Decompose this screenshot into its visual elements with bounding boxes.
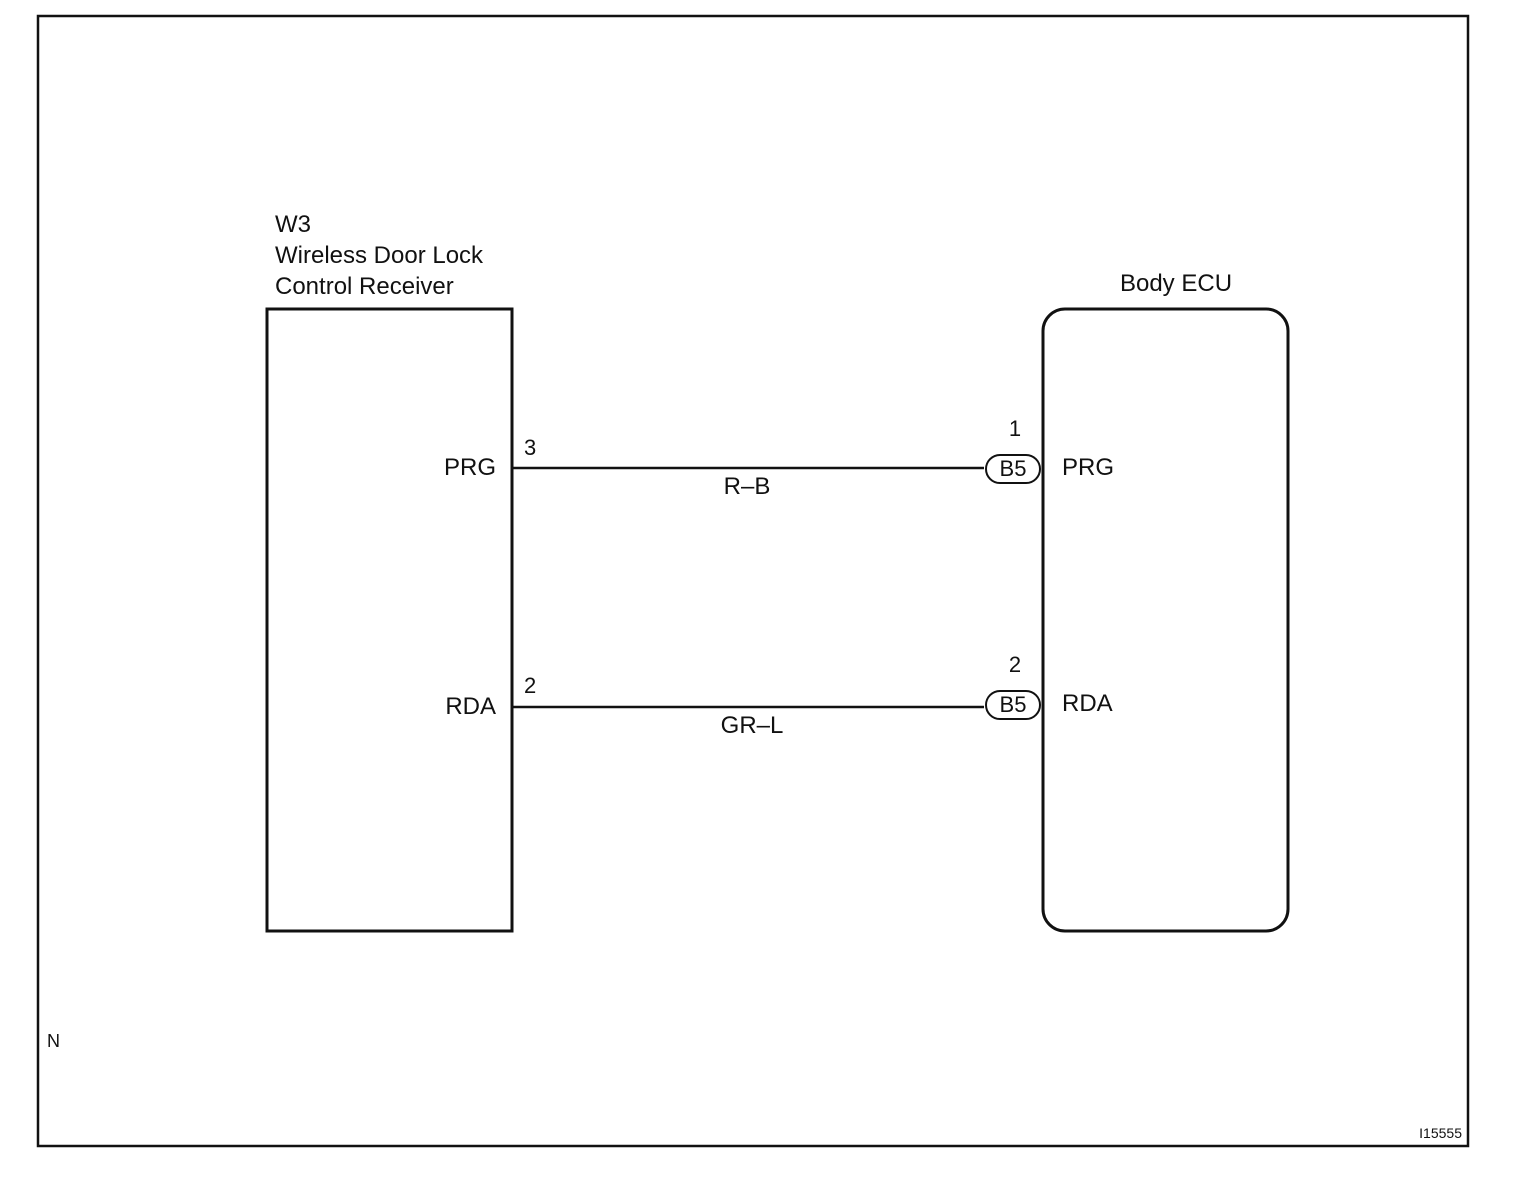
receiver-name-line2: Control Receiver xyxy=(275,273,454,300)
corner-mark: N xyxy=(47,1031,60,1051)
connector-b5-prg: B5 xyxy=(985,454,1041,484)
figure-id: I15555 xyxy=(1419,1125,1462,1141)
connector-b5-rda: B5 xyxy=(985,690,1041,720)
receiver-pin-number-prg: 3 xyxy=(524,435,537,460)
body-ecu-pin-number-rda: 2 xyxy=(1008,652,1022,677)
outer-frame xyxy=(36,14,1470,1148)
body-ecu-pin-label-rda: RDA xyxy=(1062,690,1113,717)
body-ecu-pin-number-prg: 1 xyxy=(1008,416,1022,441)
receiver-pin-number-rda: 2 xyxy=(524,673,537,698)
receiver-code: W3 xyxy=(275,211,311,238)
receiver-pin-label-rda: RDA xyxy=(445,693,496,720)
body-ecu-pin-label-prg: PRG xyxy=(1062,454,1115,481)
receiver-name-line1: Wireless Door Lock xyxy=(275,242,484,269)
wire-color-code-prg: R–B xyxy=(723,473,771,500)
body-ecu-box xyxy=(1041,307,1290,933)
receiver-box xyxy=(265,307,514,933)
wire-color-code-rda: GR–L xyxy=(720,712,784,739)
body-ecu-name: Body ECU xyxy=(1119,270,1233,297)
receiver-pin-label-prg: PRG xyxy=(443,454,496,481)
